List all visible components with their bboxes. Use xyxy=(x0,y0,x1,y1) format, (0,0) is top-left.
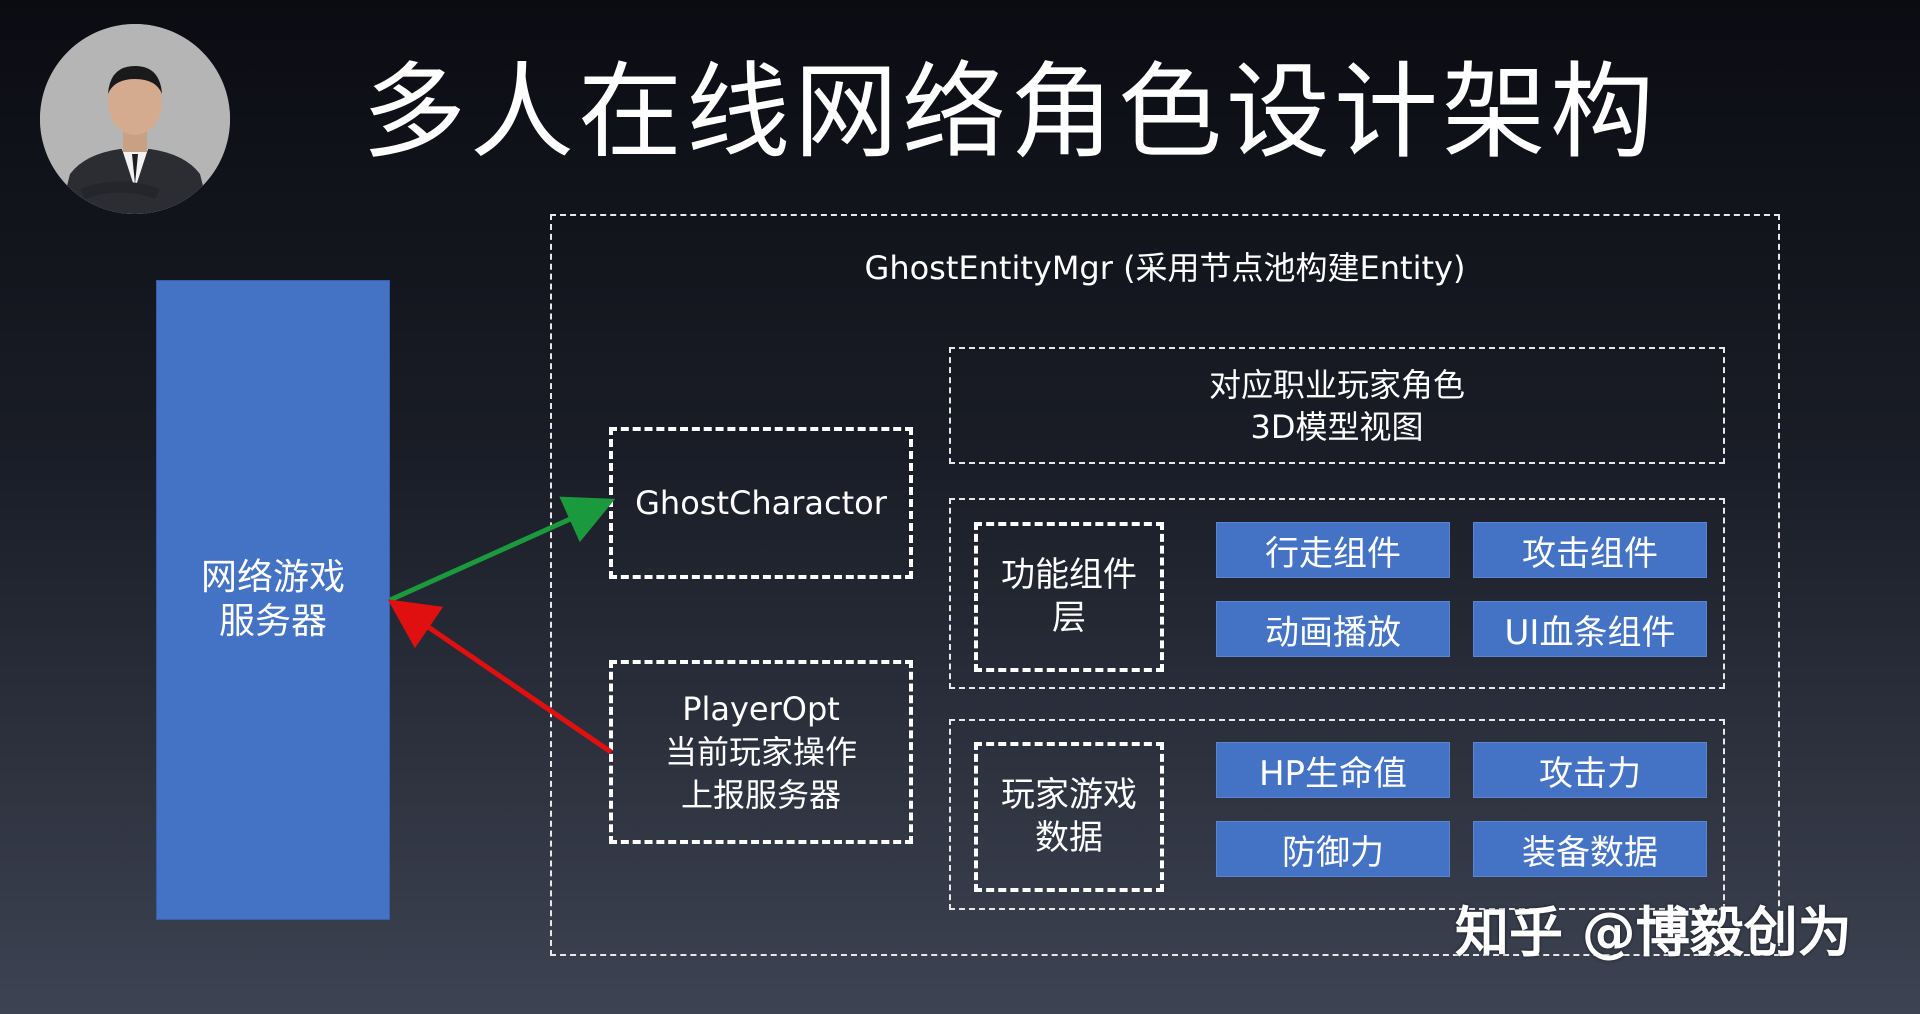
player-data-group xyxy=(949,719,1725,910)
presenter-avatar xyxy=(40,24,230,214)
player-data-line2: 数据 xyxy=(1035,818,1103,858)
player-data-label: 玩家游戏 数据 xyxy=(974,742,1164,892)
player-data-line1: 玩家游戏 xyxy=(1001,775,1137,815)
ghost-charactor-box: GhostCharactor xyxy=(609,427,913,579)
ghost-charactor-label: GhostCharactor xyxy=(635,484,887,522)
component-walk: 行走组件 xyxy=(1216,522,1450,578)
component-animation: 动画播放 xyxy=(1216,601,1450,657)
field-attack-power: 攻击力 xyxy=(1473,742,1707,798)
zhihu-watermark: 知乎 @博毅创为 xyxy=(1455,901,1852,964)
component-attack: 攻击组件 xyxy=(1473,522,1707,578)
player-opt-line3: 上报服务器 xyxy=(680,775,841,814)
function-layer-label: 功能组件 层 xyxy=(974,522,1164,672)
function-layer-line1: 功能组件 xyxy=(1001,555,1137,595)
server-label-line1: 网络游戏 xyxy=(200,557,345,598)
game-server-block: 网络游戏 服务器 xyxy=(156,280,390,920)
server-label-line2: 服务器 xyxy=(218,601,327,642)
model-view-box: 对应职业玩家角色 3D模型视图 xyxy=(949,347,1725,464)
function-layer-line2: 层 xyxy=(1052,598,1086,638)
ghost-entity-mgr-label: GhostEntityMgr (采用节点池构建Entity) xyxy=(864,249,1466,287)
function-component-group xyxy=(949,498,1725,689)
slide-title: 多人在线网络角色设计架构 xyxy=(361,51,1658,173)
component-ui-health-bar: UI血条组件 xyxy=(1473,601,1707,657)
field-hp: HP生命值 xyxy=(1216,742,1450,798)
field-equipment: 装备数据 xyxy=(1473,821,1707,877)
field-defense: 防御力 xyxy=(1216,821,1450,877)
player-opt-line2: 当前玩家操作 xyxy=(664,732,857,771)
model-view-line1: 对应职业玩家角色 xyxy=(1208,365,1465,404)
model-view-line2: 3D模型视图 xyxy=(1250,407,1424,446)
player-opt-box: PlayerOpt 当前玩家操作 上报服务器 xyxy=(609,660,913,844)
presenter-photo-icon xyxy=(40,24,230,214)
player-opt-line1: PlayerOpt xyxy=(682,689,840,728)
